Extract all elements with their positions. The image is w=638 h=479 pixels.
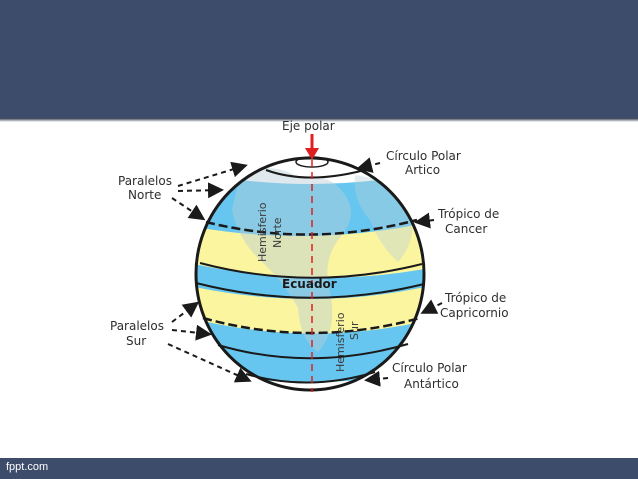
south-hemisphere-label-2: Sur xyxy=(348,321,361,340)
leader-south-3 xyxy=(167,343,252,383)
north-tropic-band xyxy=(196,222,424,278)
antarctic-circle-label-1: Círculo Polar xyxy=(392,361,467,375)
south-tropic-band xyxy=(196,286,424,334)
equator-line xyxy=(195,282,425,299)
continent-shape xyxy=(232,168,352,352)
south-hemisphere-label-1: Hemisferio xyxy=(334,312,347,372)
tropic-cancer-line xyxy=(205,218,418,236)
polar-axis-label: Eje polar xyxy=(282,119,335,133)
arctic-circle-label-1: Círculo Polar xyxy=(386,149,461,163)
globe-outline xyxy=(194,156,426,392)
footer-text: fppt.com xyxy=(6,461,49,473)
leader-antarctic xyxy=(364,370,389,387)
tropic-capricorn-label-2: Capricornio xyxy=(440,306,509,320)
tropic-capricorn-label-1: Trópico de xyxy=(444,291,506,305)
north-parallels-label-2: Norte xyxy=(128,188,161,202)
leader-north-1 xyxy=(177,161,248,187)
south-parallels-label-2: Sur xyxy=(126,334,146,348)
leader-arctic xyxy=(356,157,381,173)
north-hemisphere-label-1: Hemisferio xyxy=(256,202,269,262)
antarctic-circle-label-2: Antártico xyxy=(404,377,459,391)
leader-north-3 xyxy=(171,197,206,221)
north-hemisphere-label-2: Norte xyxy=(271,217,284,248)
header-band xyxy=(0,0,638,118)
south-parallels-label-1: Paralelos xyxy=(110,319,164,333)
leader-lines xyxy=(167,157,443,387)
equator-label: Ecuador xyxy=(282,277,337,291)
polar-axis-arrow-head xyxy=(305,148,319,160)
north-parallels-label-1: Paralelos xyxy=(118,174,172,188)
equator-line-upper xyxy=(199,262,423,279)
leader-cancer xyxy=(414,212,435,229)
tropic-capricorn-line xyxy=(202,316,421,335)
leader-south-2 xyxy=(171,324,212,341)
tropic-cancer-label-1: Trópico de xyxy=(437,207,499,221)
footer-bar: fppt.com xyxy=(0,458,638,479)
leader-capricorn xyxy=(420,299,443,314)
leader-north-2 xyxy=(177,182,224,199)
header-shadow xyxy=(0,118,638,122)
globe-bands xyxy=(196,158,424,390)
tropic-cancer-label-2: Cancer xyxy=(445,222,487,236)
leader-south-1 xyxy=(171,301,200,323)
arctic-circle-label-2: Artico xyxy=(405,163,440,177)
